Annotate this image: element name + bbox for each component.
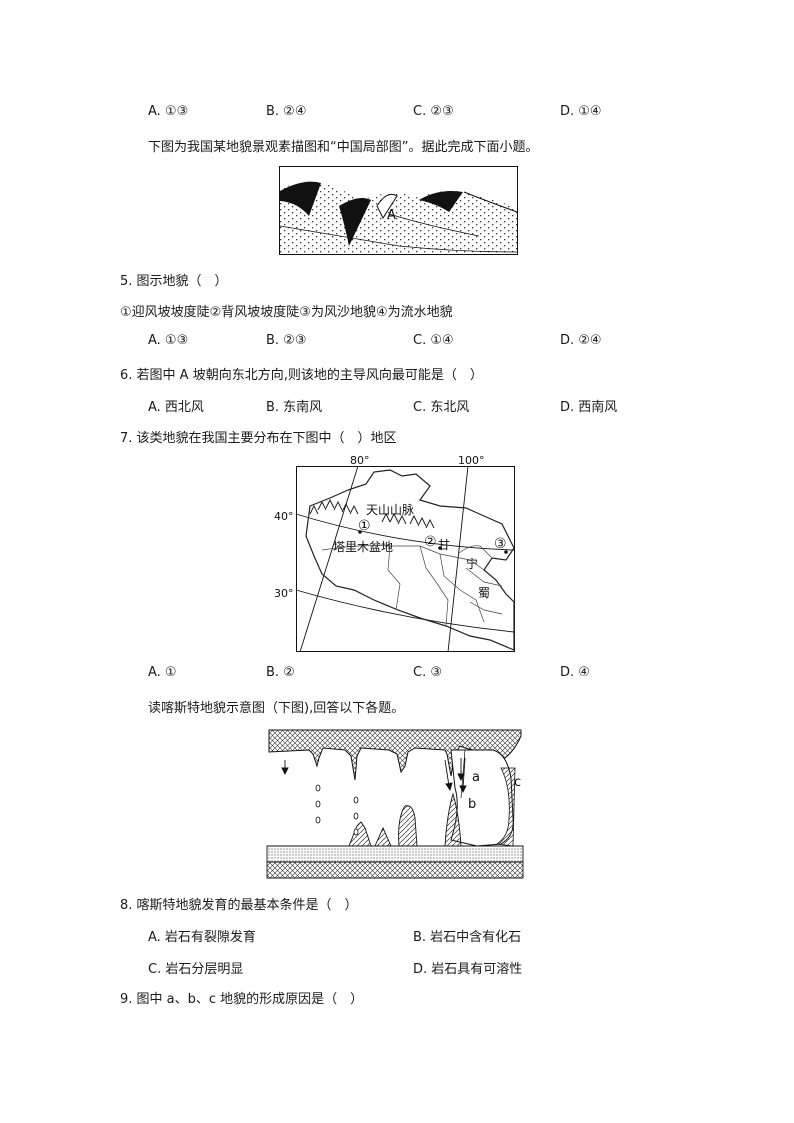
slope-a-label: A <box>387 208 396 223</box>
q5-statements: ①迎风坡坡度陡②背风坡坡度陡③为风沙地貌④为流水地貌 <box>120 305 453 320</box>
marker-1-label: ① <box>358 518 371 534</box>
q5-option-b[interactable]: B. ②③ <box>266 333 307 348</box>
lat-40-label: 40° <box>274 510 294 523</box>
q4-option-d[interactable]: D. ①④ <box>560 104 602 119</box>
q7-option-b[interactable]: B. ② <box>266 665 295 680</box>
karst-label-b: b <box>468 797 476 812</box>
q6-option-d[interactable]: D. 西南风 <box>560 400 618 415</box>
lat-30-label: 30° <box>274 587 294 600</box>
lon-80-label: 80° <box>350 454 370 467</box>
q6-option-c[interactable]: C. 东北风 <box>413 400 470 415</box>
q5-option-d[interactable]: D. ②④ <box>560 333 602 348</box>
q4-option-b[interactable]: B. ②④ <box>266 104 307 119</box>
q5-stem: 5. 图示地貌（ ） <box>120 274 228 289</box>
shu-label: 蜀 <box>478 586 490 600</box>
q4-option-c[interactable]: C. ②③ <box>413 104 454 119</box>
intro-dune-map: 下图为我国某地貌景观素描图和“中国局部图”。据此完成下面小题。 <box>148 140 539 155</box>
q8-option-a[interactable]: A. 岩石有裂隙发育 <box>148 930 256 945</box>
q7-option-d[interactable]: D. ④ <box>560 665 590 680</box>
q8-option-c[interactable]: C. 岩石分层明显 <box>148 962 244 977</box>
karst-label-a: a <box>472 770 480 785</box>
gan-label: 甘 <box>438 538 450 552</box>
q7-option-a[interactable]: A. ① <box>148 665 177 680</box>
q4-option-a[interactable]: A. ①③ <box>148 104 189 119</box>
lon-100-label: 100° <box>458 454 485 467</box>
q5-option-a[interactable]: A. ①③ <box>148 333 189 348</box>
q7-option-c[interactable]: C. ③ <box>413 665 442 680</box>
tianshan-label: 天山山脉 <box>366 502 414 517</box>
q7-stem: 7. 该类地貌在我国主要分布在下图中（ ）地区 <box>120 431 397 446</box>
q5-option-c[interactable]: C. ①④ <box>413 333 454 348</box>
ning-label: 宁 <box>466 556 478 571</box>
q9-stem: 9. 图中 a、b、c 地貌的形成原因是（ ） <box>120 992 364 1007</box>
q8-stem: 8. 喀斯特地貌发育的最基本条件是（ ） <box>120 898 358 913</box>
karst-label-c: c <box>514 775 521 790</box>
marker-3-label: ③ <box>494 536 507 552</box>
marker-2-label: ② <box>424 534 437 550</box>
intro-karst: 读喀斯特地貌示意图（下图),回答以下各题。 <box>148 701 405 716</box>
q6-stem: 6. 若图中 A 坡朝向东北方向,则该地的主导风向最可能是（ ） <box>120 368 483 383</box>
tarim-basin-label: 塔里木盆地 <box>333 540 393 554</box>
dune-sketch-figure: A <box>279 166 518 255</box>
q6-option-b[interactable]: B. 东南风 <box>266 400 323 415</box>
karst-landform-figure: a b c <box>266 729 524 879</box>
q8-option-d[interactable]: D. 岩石具有可溶性 <box>413 962 523 977</box>
q8-option-b[interactable]: B. 岩石中含有化石 <box>413 930 522 945</box>
q6-option-a[interactable]: A. 西北风 <box>148 400 204 415</box>
china-partial-map: 80° 100° 40° 30° 天山山脉 塔里木盆地 甘 宁 蜀 ① ② ③ <box>274 454 515 653</box>
